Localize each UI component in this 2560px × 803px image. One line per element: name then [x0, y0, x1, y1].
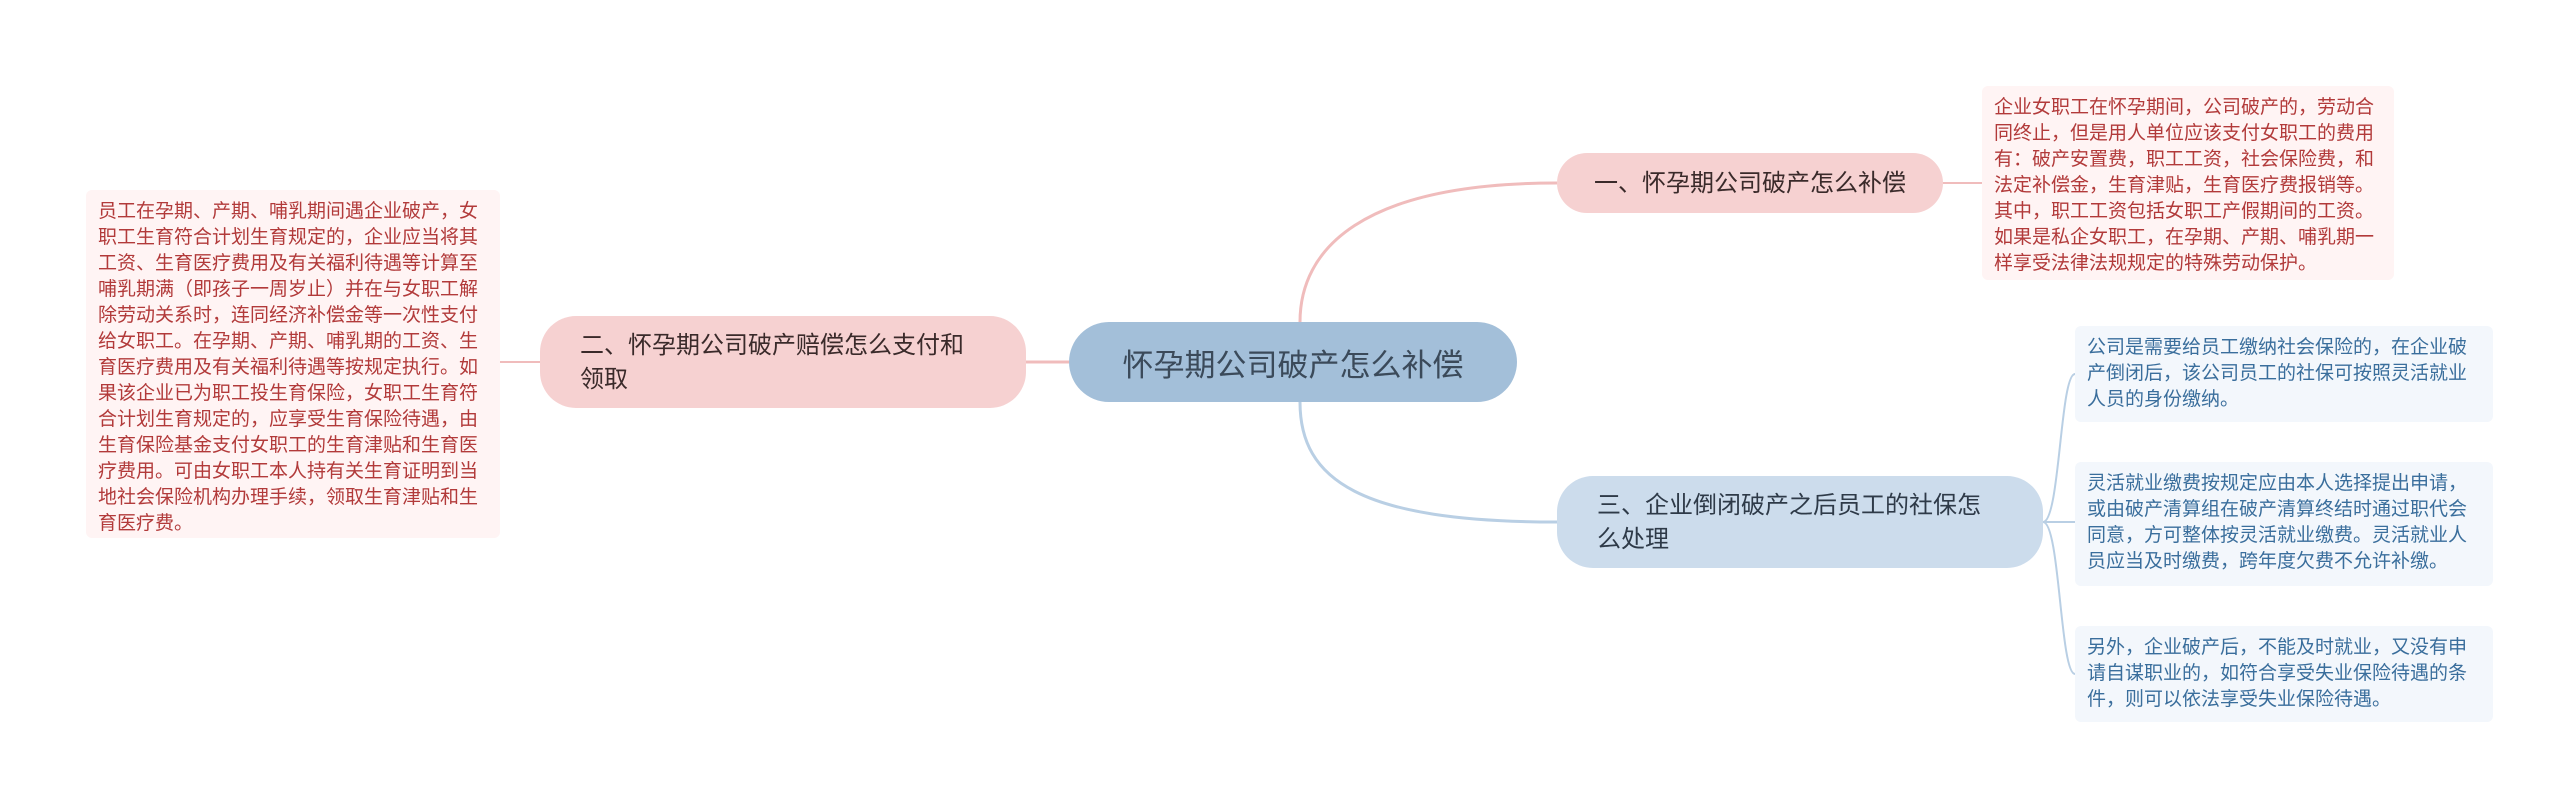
link-branch-3-leaf-3	[2042, 521, 2076, 675]
link-root-branch-3	[1298, 401, 1558, 524]
branch-label: 一、怀孕期公司破产怎么补偿	[1594, 169, 1906, 197]
root-node[interactable]: 怀孕期公司破产怎么补偿	[1069, 322, 1517, 402]
leaf-text: 企业女职工在怀孕期间，公司破产的，劳动合同终止，但是用人单位应该支付女职工的费用…	[1994, 96, 2375, 274]
branch-node-2[interactable]: 二、怀孕期公司破产赔偿怎么支付和领取	[540, 316, 1026, 408]
branch-node-3[interactable]: 三、企业倒闭破产之后员工的社保怎么处理	[1557, 476, 2043, 568]
branch-label: 三、企业倒闭破产之后员工的社保怎么处理	[1597, 491, 1981, 553]
leaf-node-1-1[interactable]: 企业女职工在怀孕期间，公司破产的，劳动合同终止，但是用人单位应该支付女职工的费用…	[1982, 86, 2394, 280]
link-root-branch-1	[1298, 181, 1558, 323]
leaf-node-3-1[interactable]: 公司是需要给员工缴纳社会保险的，在企业破产倒闭后，该公司员工的社保可按照灵活就业…	[2075, 326, 2493, 422]
root-label: 怀孕期公司破产怎么补偿	[1122, 347, 1464, 384]
branch-label: 二、怀孕期公司破产赔偿怎么支付和领取	[580, 331, 964, 393]
branch-node-1[interactable]: 一、怀孕期公司破产怎么补偿	[1557, 153, 1943, 213]
leaf-text: 另外，企业破产后，不能及时就业，又没有申请自谋职业的，如符合享受失业保险待遇的条…	[2087, 636, 2468, 710]
leaf-text: 员工在孕期、产期、哺乳期间遇企业破产，女职工生育符合计划生育规定的，企业应当将其…	[98, 200, 479, 534]
leaf-text: 公司是需要给员工缴纳社会保险的，在企业破产倒闭后，该公司员工的社保可按照灵活就业…	[2087, 336, 2468, 410]
leaf-text: 灵活就业缴费按规定应由本人选择提出申请，或由破产清算组在破产清算终结时通过职代会…	[2087, 472, 2468, 572]
leaf-node-2-1[interactable]: 员工在孕期、产期、哺乳期间遇企业破产，女职工生育符合计划生育规定的，企业应当将其…	[86, 190, 500, 538]
leaf-node-3-3[interactable]: 另外，企业破产后，不能及时就业，又没有申请自谋职业的，如符合享受失业保险待遇的条…	[2075, 626, 2493, 722]
link-branch-3-leaf-1	[2042, 373, 2076, 523]
leaf-node-3-2[interactable]: 灵活就业缴费按规定应由本人选择提出申请，或由破产清算组在破产清算终结时通过职代会…	[2075, 462, 2493, 586]
